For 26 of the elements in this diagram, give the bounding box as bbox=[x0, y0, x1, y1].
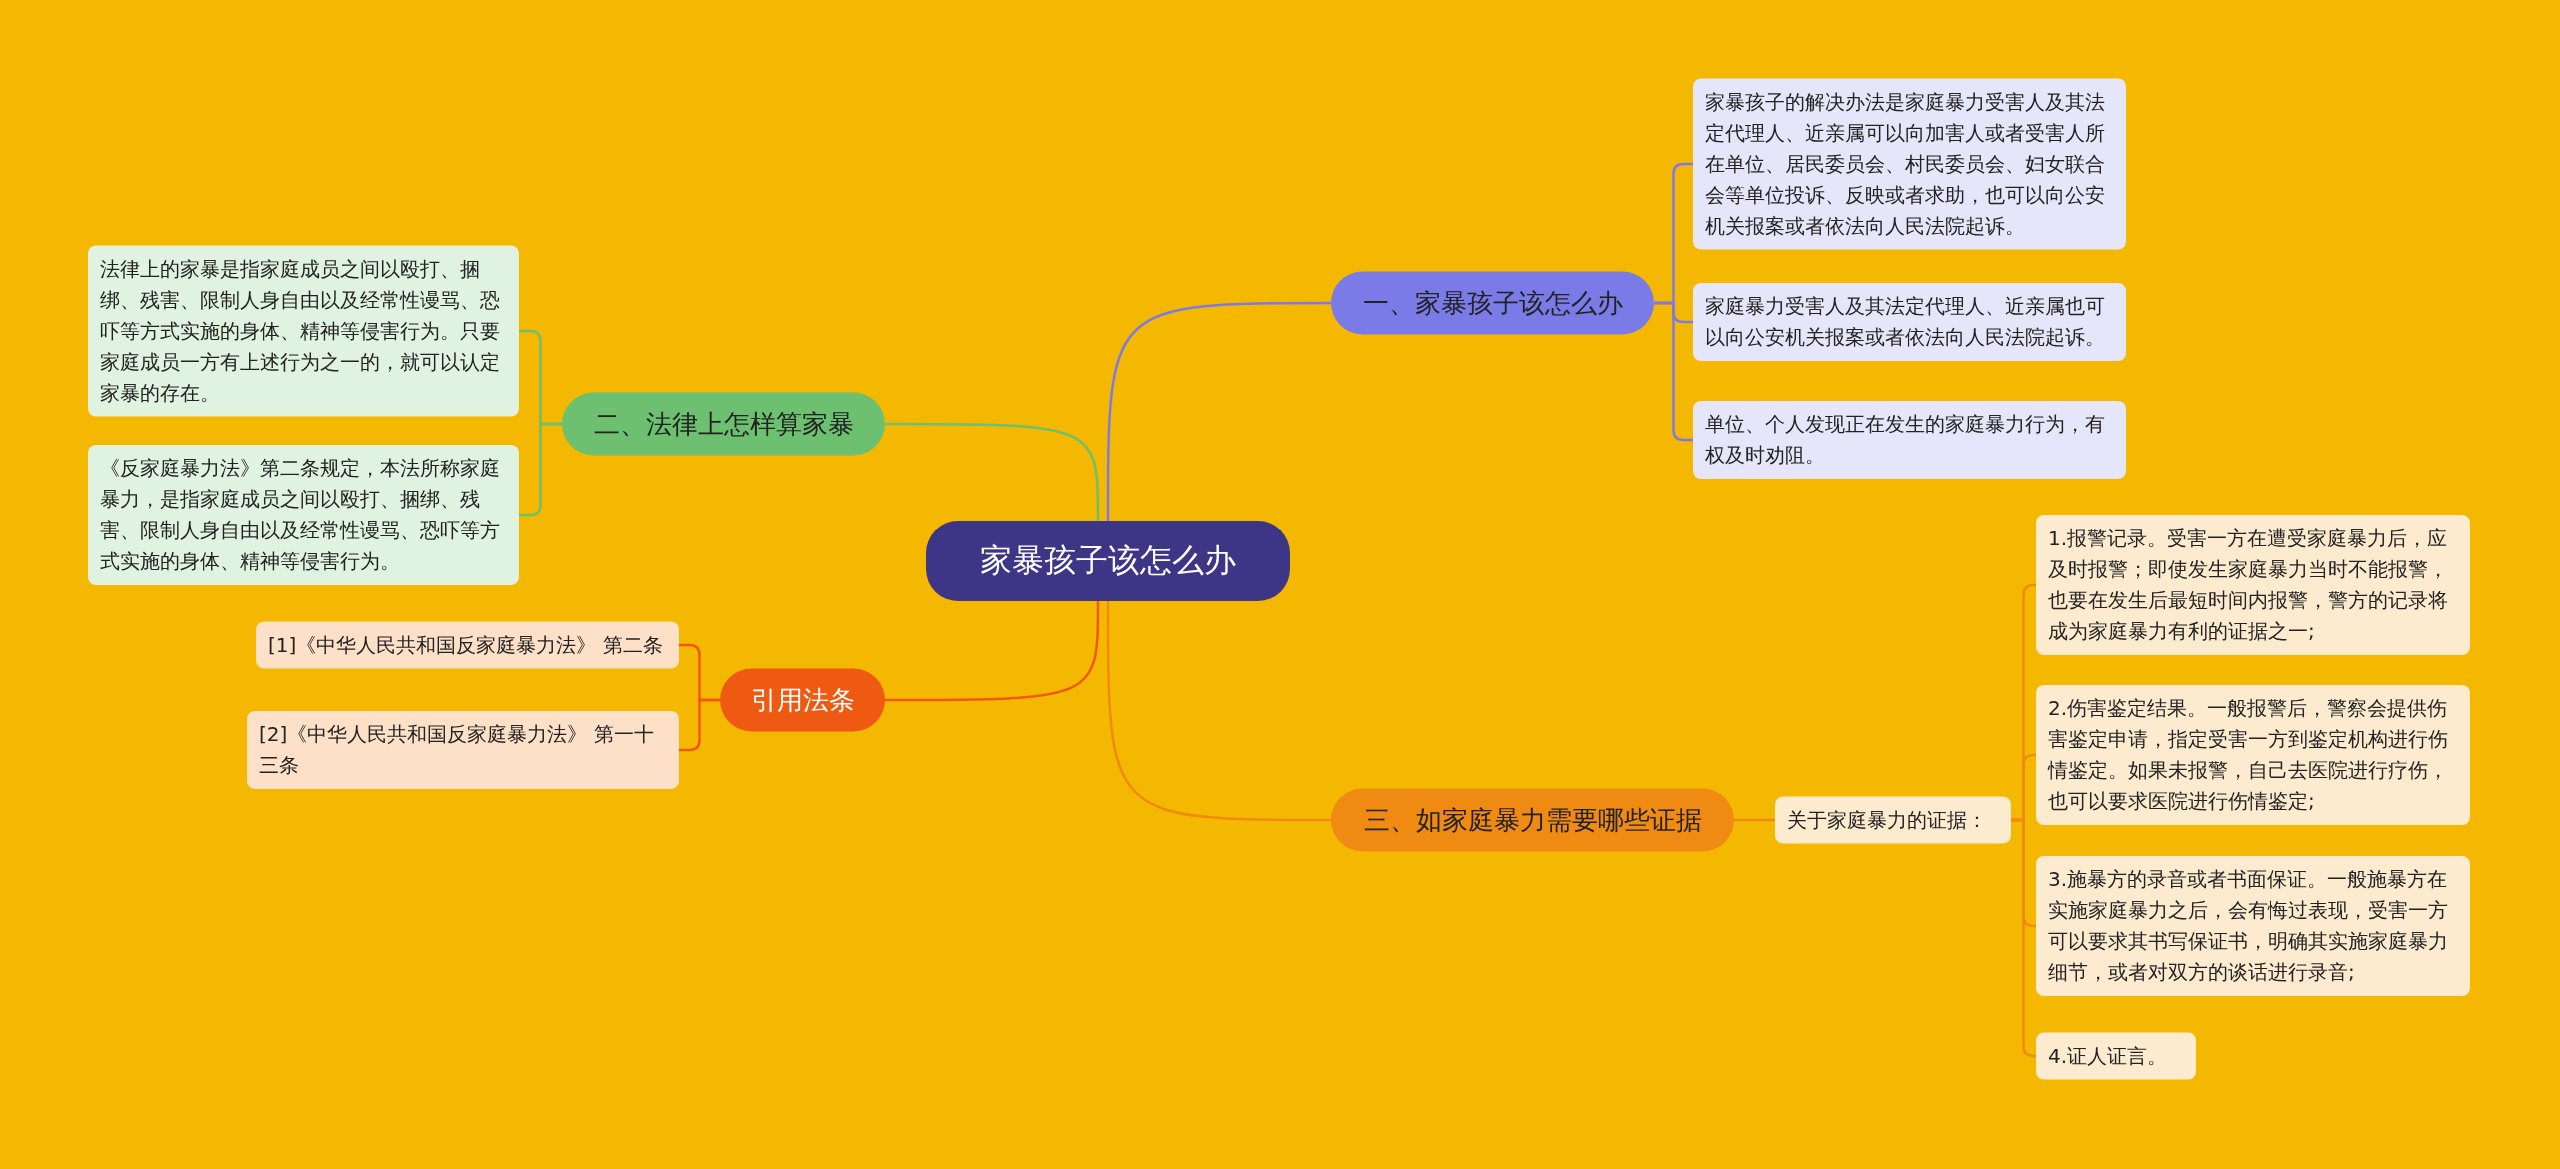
text-card: 家庭暴力受害人及其法定代理人、近亲属也可以向公安机关报案或者依法向人民法院起诉。 bbox=[1693, 283, 2126, 361]
connector-line bbox=[2011, 818, 2036, 1058]
text-card: [1]《中华人民共和国反家庭暴力法》 第二条 bbox=[256, 621, 679, 669]
text-card: 单位、个人发现正在发生的家庭暴力行为，有权及时劝阻。 bbox=[1693, 401, 2126, 479]
text-card: 《反家庭暴力法》第二条规定，本法所称家庭暴力，是指家庭成员之间以殴打、捆绑、残害、限制人身自由以及经常性谩骂、恐吓等方式实施的身体、精神等侵害行为。 bbox=[88, 445, 519, 585]
text-card: 2.伤害鉴定结果。一般报警后，警察会提供伤害鉴定申请，指定受害一方到鉴定机构进行伤情鉴定。如果未报警，自己去医院进行疗伤，也可以要求医院进行伤情鉴定; bbox=[2036, 685, 2470, 825]
connector-line bbox=[1734, 818, 1775, 822]
branch-topic: 二、法律上怎样算家暴 bbox=[562, 392, 885, 456]
text-card: 家暴孩子的解决办法是家庭暴力受害人及其法定代理人、近亲属可以向加害人或者受害人所在单位、居民委员会、村民委员会、妇女联合会等单位投诉、反映或者求助，也可以向公安机关报案或者依法向人民法院起诉。 bbox=[1693, 78, 2126, 250]
branch-topic: 一、家暴孩子该怎么办 bbox=[1331, 271, 1654, 335]
connector-line bbox=[1654, 301, 1693, 442]
connector-line bbox=[519, 422, 562, 517]
connector-line bbox=[885, 601, 1100, 702]
root-topic: 家暴孩子该怎么办 bbox=[926, 521, 1290, 601]
connector-line bbox=[1106, 301, 1331, 521]
text-card: 4.证人证言。 bbox=[2036, 1032, 2196, 1080]
text-card: 1.报警记录。受害一方在遭受家庭暴力后，应及时报警；即使发生家庭暴力当时不能报警，也要在发生后最短时间内报警，警方的记录将成为家庭暴力有利的证据之一; bbox=[2036, 515, 2470, 655]
text-card: 法律上的家暴是指家庭成员之间以殴打、捆绑、残害、限制人身自由以及经常性谩骂、恐吓等方式实施的身体、精神等侵害行为。只要家庭成员一方有上述行为之一的，就可以认定家暴的存在。 bbox=[88, 245, 519, 417]
branch-topic: 三、如家庭暴力需要哪些证据 bbox=[1331, 788, 1734, 852]
connector-line bbox=[679, 698, 720, 752]
text-card: [2]《中华人民共和国反家庭暴力法》 第一十三条 bbox=[247, 711, 679, 789]
connector-line bbox=[1106, 601, 1331, 822]
text-card: 关于家庭暴力的证据： bbox=[1775, 796, 2011, 844]
text-card: 3.施暴方的录音或者书面保证。一般施暴方在实施家庭暴力之后，会有悔过表现，受害一方可以要求其书写保证书，明确其实施家庭暴力细节，或者对双方的谈话进行录音; bbox=[2036, 856, 2470, 996]
branch-topic: 引用法条 bbox=[720, 668, 885, 732]
connector-line bbox=[885, 422, 1100, 521]
